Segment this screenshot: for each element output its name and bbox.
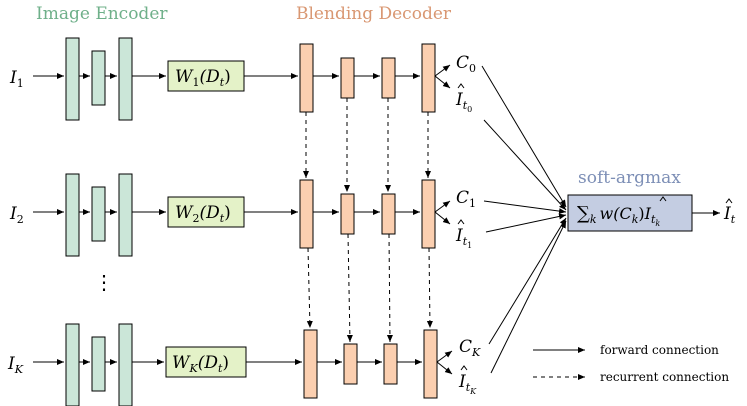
- legend-forward-label: forward connection: [600, 343, 719, 357]
- svg-text:It1: It1: [455, 226, 472, 250]
- svg-text:It0: It0: [455, 90, 472, 114]
- soft-argmax-inputs: [481, 65, 567, 374]
- input-label: I2: [9, 204, 24, 226]
- encoder-layer: [91, 336, 106, 392]
- forward-arrow: [483, 119, 567, 211]
- svg-text:ItK: ItK: [458, 372, 477, 396]
- confidence-label: C0: [456, 53, 476, 75]
- forward-arrow: [490, 220, 567, 374]
- decoder-layer: [303, 329, 318, 399]
- recurrent-arrow: [426, 247, 433, 329]
- forward-arrow: [481, 65, 567, 208]
- encoder-layer: [118, 37, 133, 121]
- encoder-layer: [91, 186, 106, 242]
- decoder-layer: [421, 179, 436, 249]
- decoder-layer: [423, 329, 438, 399]
- encoder-header: Image Encoder: [36, 4, 168, 24]
- blend-image-label: It0: [455, 83, 472, 114]
- row-2: I2 W2(Dt) C1 It1: [9, 173, 476, 257]
- confidence-label: C1: [456, 188, 476, 210]
- forward-arrow: [436, 361, 453, 375]
- row-1: I1 W1(Dt) C0 It0: [9, 37, 476, 121]
- ellipsis: ⋮: [94, 270, 114, 294]
- legend-recurrent-label: recurrent connection: [600, 370, 729, 384]
- encoder-layer: [118, 323, 133, 406]
- decoder-layer: [299, 43, 314, 113]
- encoder-layer: [118, 173, 133, 257]
- recurrent-arrow: [346, 233, 353, 343]
- forward-arrow: [434, 200, 451, 213]
- warp-label: WK(Dt): [172, 353, 229, 375]
- hat-accent: [659, 196, 667, 202]
- forward-arrow: [485, 213, 567, 233]
- forward-arrow: [488, 217, 567, 345]
- soft-argmax-block: [567, 194, 693, 232]
- input-label: I1: [9, 68, 24, 90]
- output-label: It: [723, 198, 736, 226]
- forward-arrow: [483, 200, 567, 215]
- warp-label: W2(Dt): [175, 203, 231, 225]
- forward-arrow: [434, 64, 451, 77]
- decoder-header: Blending Decoder: [296, 4, 452, 24]
- row-k: IK WK(Dt) CK ItK: [7, 323, 481, 406]
- warp-label: W1(Dt): [175, 67, 231, 89]
- encoder-layer: [65, 323, 80, 406]
- forward-arrow: [434, 211, 451, 225]
- decoder-layer: [340, 57, 355, 99]
- forward-arrow: [436, 350, 453, 363]
- encoder-layer: [65, 173, 80, 257]
- warp-block: [167, 196, 245, 228]
- encoder-layer: [65, 37, 80, 121]
- decoder-layer: [299, 179, 314, 249]
- forward-arrow: [434, 75, 451, 89]
- input-label: IK: [7, 354, 24, 376]
- warp-block: [167, 60, 245, 92]
- svg-text:It: It: [723, 204, 736, 226]
- recurrent-arrow: [386, 233, 393, 343]
- legend: forward connection recurrent connection: [533, 343, 729, 384]
- decoder-layer: [381, 57, 396, 99]
- decoder-layer: [381, 193, 396, 235]
- blend-image-label: It1: [455, 219, 472, 250]
- encoder-layer: [91, 50, 106, 106]
- decoder-layer: [421, 43, 436, 113]
- blend-image-label: ItK: [458, 365, 477, 396]
- decoder-layer: [340, 193, 355, 235]
- softargmax-header: soft-argmax: [578, 168, 681, 188]
- decoder-layer: [343, 343, 358, 385]
- confidence-label: CK: [459, 337, 481, 359]
- decoder-layer: [383, 343, 398, 385]
- recurrent-connections: [303, 98, 433, 343]
- recurrent-arrow: [306, 247, 313, 329]
